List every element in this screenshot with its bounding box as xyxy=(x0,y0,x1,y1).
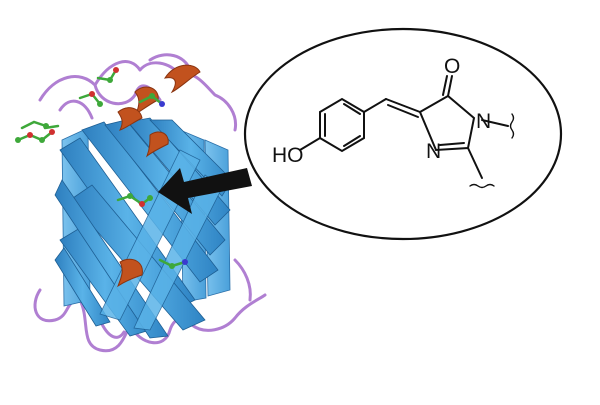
alpha-helices xyxy=(116,64,201,288)
protein-barrel xyxy=(15,53,267,353)
carbonyl-oxygen-label: O xyxy=(444,55,460,78)
benzene-inner-bonds xyxy=(324,103,361,147)
wavy-bond-bottom xyxy=(469,183,495,189)
carbonyl-bond xyxy=(442,75,453,97)
chromophore-callout: HO O N N xyxy=(243,27,563,241)
helix-bottom xyxy=(116,258,143,288)
c2-substituent-bond xyxy=(467,147,483,179)
side-chains xyxy=(16,68,187,268)
loop-bottom-5 xyxy=(233,258,252,302)
loop-top-1 xyxy=(38,60,182,102)
arrow-shape xyxy=(158,168,252,214)
helix-top-right xyxy=(163,64,201,94)
helix-top-left xyxy=(117,107,143,131)
n-substituent-bond xyxy=(481,119,509,127)
loop-top-3 xyxy=(178,72,238,132)
nitrogen-label-top: N xyxy=(476,110,491,133)
nitrogen-label-bottom: N xyxy=(426,140,441,163)
aryl-methine-bond xyxy=(363,98,387,113)
wavy-bond-top xyxy=(509,113,515,139)
exocyclic-double-bond xyxy=(385,98,421,118)
imine-double-bond xyxy=(439,142,465,146)
pointer-arrow xyxy=(158,168,252,214)
loop-bottom-4 xyxy=(190,293,267,332)
imidazolinone-ring xyxy=(418,94,476,152)
callout-ellipse xyxy=(243,27,563,241)
hydroxyl-bond xyxy=(299,137,321,151)
loop-top-4 xyxy=(58,99,94,120)
helix-center xyxy=(145,131,169,158)
chromophore-structure xyxy=(299,75,515,189)
hydroxyl-label: HO xyxy=(272,144,304,167)
side-chain-atoms xyxy=(15,67,188,269)
loop-bottom-2 xyxy=(78,298,132,353)
helix-top-middle xyxy=(134,86,159,116)
